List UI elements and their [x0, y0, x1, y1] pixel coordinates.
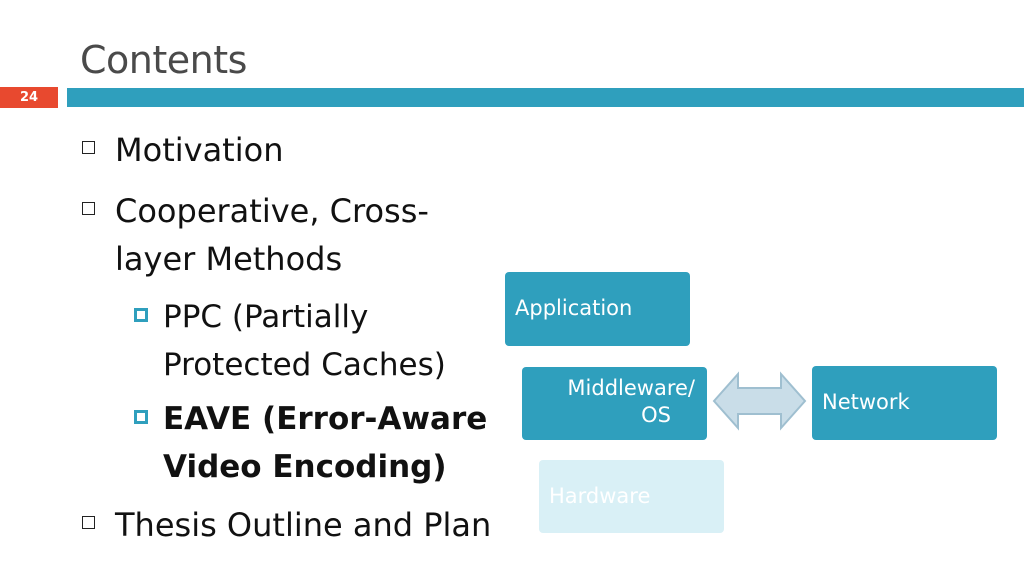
title-divider-bar — [67, 88, 1024, 107]
bullet-label: Cooperative, Cross- — [115, 192, 429, 230]
bullet-label: Motivation — [115, 131, 284, 169]
application-block: Application — [505, 272, 690, 346]
page-number-badge: 24 — [0, 87, 58, 108]
bidirectional-arrow-icon — [712, 371, 807, 431]
bullet-label: Thesis Outline and Plan — [115, 506, 492, 544]
hardware-label: Hardware — [549, 484, 651, 508]
network-block: Network — [812, 366, 997, 440]
hardware-block: Hardware — [539, 460, 724, 533]
bullet-label: layer Methods — [115, 240, 343, 278]
subbullet-label: Protected Caches) — [163, 347, 446, 383]
network-label: Network — [822, 390, 910, 414]
filled-square-bullet-icon — [134, 410, 148, 424]
slide-title: Contents — [80, 38, 247, 82]
application-label: Application — [515, 296, 633, 320]
subbullet-label: PPC (Partially — [163, 299, 369, 335]
middleware-os-block: Middleware/ OS — [522, 367, 707, 440]
hollow-square-bullet-icon — [82, 516, 95, 529]
hollow-square-bullet-icon — [82, 141, 95, 154]
middleware-label-line2: OS — [641, 403, 671, 427]
subbullet-label: EAVE (Error-Aware — [163, 401, 488, 437]
middleware-label-line1: Middleware/ — [567, 376, 695, 400]
filled-square-bullet-icon — [134, 308, 148, 322]
hollow-square-bullet-icon — [82, 202, 95, 215]
subbullet-label: Video Encoding) — [163, 449, 447, 485]
